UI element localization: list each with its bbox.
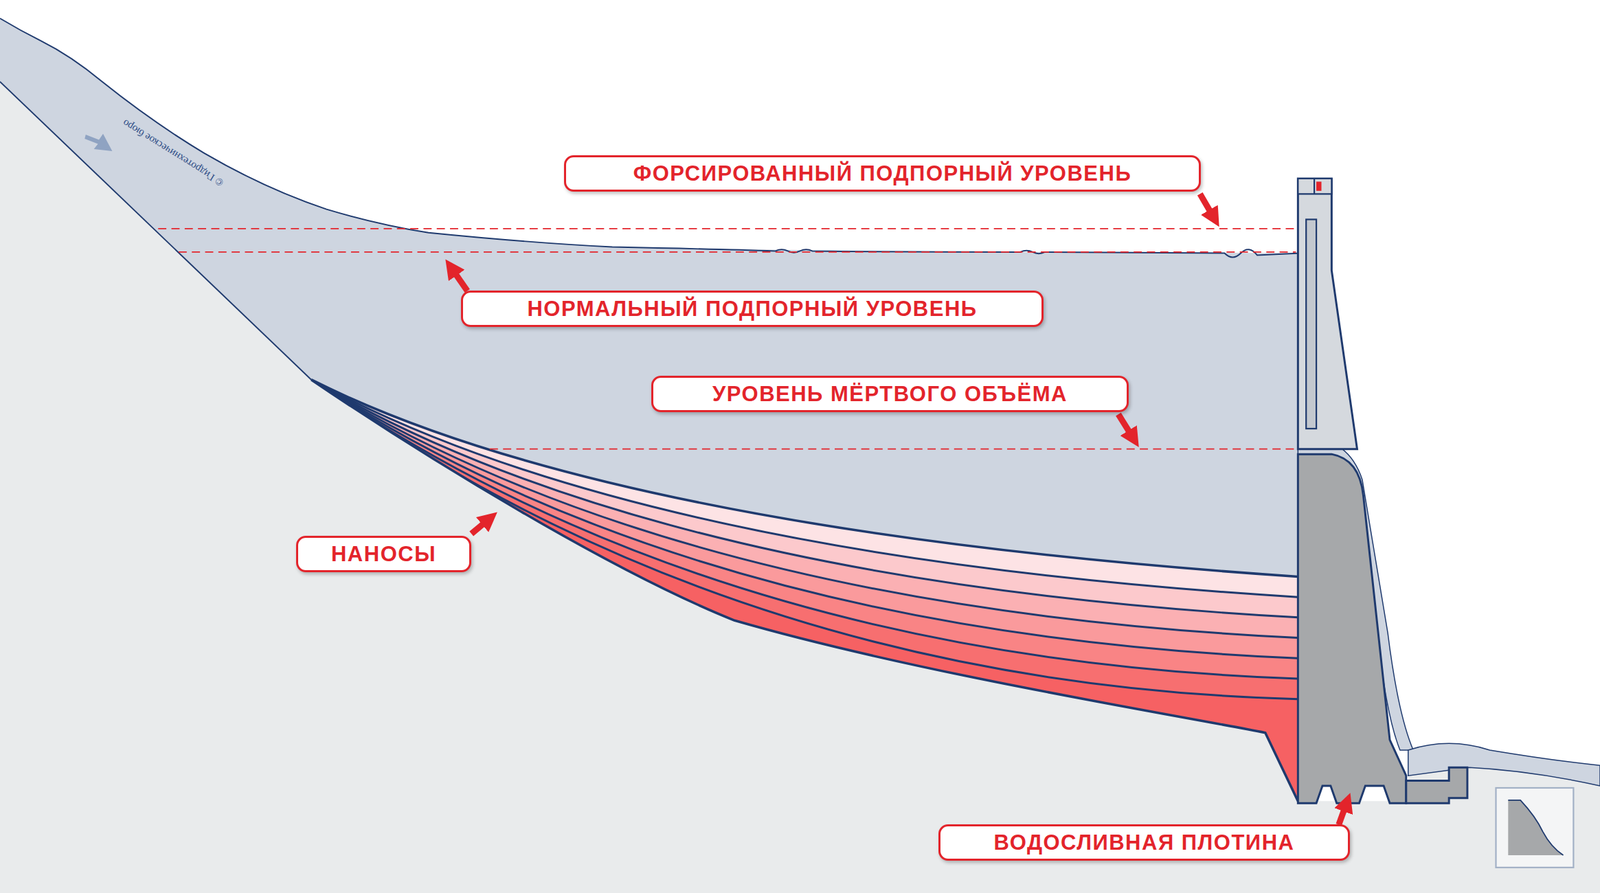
label-text: ФОРСИРОВАННЫЙ ПОДПОРНЫЙ УРОВЕНЬ — [633, 161, 1132, 187]
sediment-outline — [311, 379, 1298, 802]
dam-slot — [1305, 219, 1317, 429]
label-box: НОРМАЛЬНЫЙ ПОДПОРНЫЙ УРОВЕНЬ — [460, 290, 1044, 328]
label-text: НАНОСЫ — [331, 542, 437, 567]
watermark: © Гидротехническое бюро — [120, 116, 226, 189]
label-text: НОРМАЛЬНЫЙ ПОДПОРНЫЙ УРОВЕНЬ — [526, 296, 977, 322]
label-box: УРОВЕНЬ МЁРТВОГО ОБЪЁМА — [651, 375, 1129, 413]
label-box: ФОРСИРОВАННЫЙ ПОДПОРНЫЙ УРОВЕНЬ — [564, 155, 1201, 192]
pointer-arrows — [451, 193, 1348, 825]
tailwater — [1408, 743, 1600, 786]
dam-upper — [1297, 178, 1357, 450]
dam-mark — [1316, 181, 1322, 191]
label-box: НАНОСЫ — [296, 535, 472, 573]
stilling-basin — [1406, 767, 1468, 804]
dam-body — [1297, 454, 1406, 804]
slope-line — [0, 81, 312, 380]
label-box: ВОДОСЛИВНАЯ ПЛОТИНА — [938, 824, 1350, 861]
corner-icon — [1495, 787, 1574, 868]
sediment-layers — [306, 367, 1307, 817]
dam-cap — [1297, 178, 1332, 194]
label-text: ВОДОСЛИВНАЯ ПЛОТИНА — [994, 830, 1295, 856]
level-lines — [158, 228, 1298, 450]
label-text: УРОВЕНЬ МЁРТВОГО ОБЪЁМА — [712, 381, 1068, 407]
inflow-arrow — [84, 133, 112, 152]
water-surface — [0, 18, 1302, 258]
